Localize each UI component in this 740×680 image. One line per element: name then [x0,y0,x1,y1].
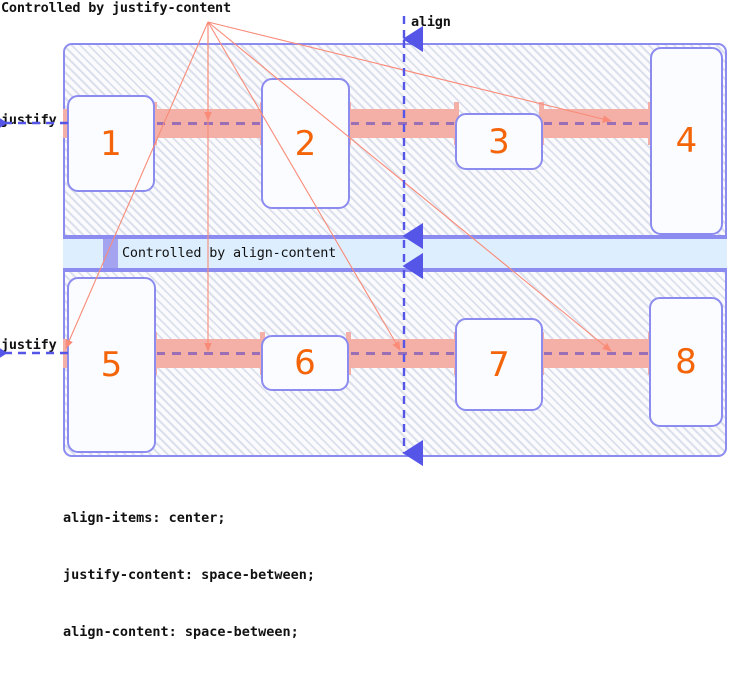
flex-item-6: 6 [261,335,349,391]
caption-line-align-items: align-items: center; [63,510,226,526]
flex-item-number: 3 [488,121,510,162]
flex-item-7: 7 [455,318,543,411]
justify-bar-7-8 [539,339,653,368]
flex-line-1-container [63,43,727,237]
justify-bar-5-6 [152,339,265,368]
justify-content-title-label: Controlled by justify-content [1,0,231,16]
align-content-gap-marker [103,239,118,268]
caption-line-justify-content: justify-content: space-between; [63,567,315,583]
flex-item-number: 8 [675,342,697,382]
justify-axis-label-top: justify [1,112,57,128]
flex-item-4: 4 [650,47,723,235]
align-axis-label: align [411,14,451,30]
flex-item-8: 8 [649,297,723,427]
justify-axis [0,109,68,367]
justify-axis-label-bottom: justify [1,337,57,353]
justify-bar-6-7 [346,339,459,368]
flex-item-number: 2 [294,123,317,164]
justify-bar-1-2 [152,109,265,138]
justify-bar-3-4 [539,109,654,138]
flexbox-diagram: 1 2 3 4 5 6 7 8 [0,0,727,640]
flex-item-3: 3 [455,113,543,170]
flex-item-5: 5 [67,277,156,453]
flex-item-number: 4 [675,121,698,161]
flex-item-2: 2 [261,78,350,209]
caption-line-align-content: align-content: space-between; [63,624,299,640]
css-caption: align-items: center; justify-content: sp… [63,471,315,680]
flex-item-1: 1 [67,95,155,192]
flex-item-number: 6 [294,343,316,383]
justify-bar-2-3 [346,109,459,138]
flex-item-number: 5 [100,345,123,385]
align-content-label: Controlled by align-content [122,245,337,261]
flex-item-number: 1 [100,123,122,164]
flex-item-number: 7 [488,344,510,385]
